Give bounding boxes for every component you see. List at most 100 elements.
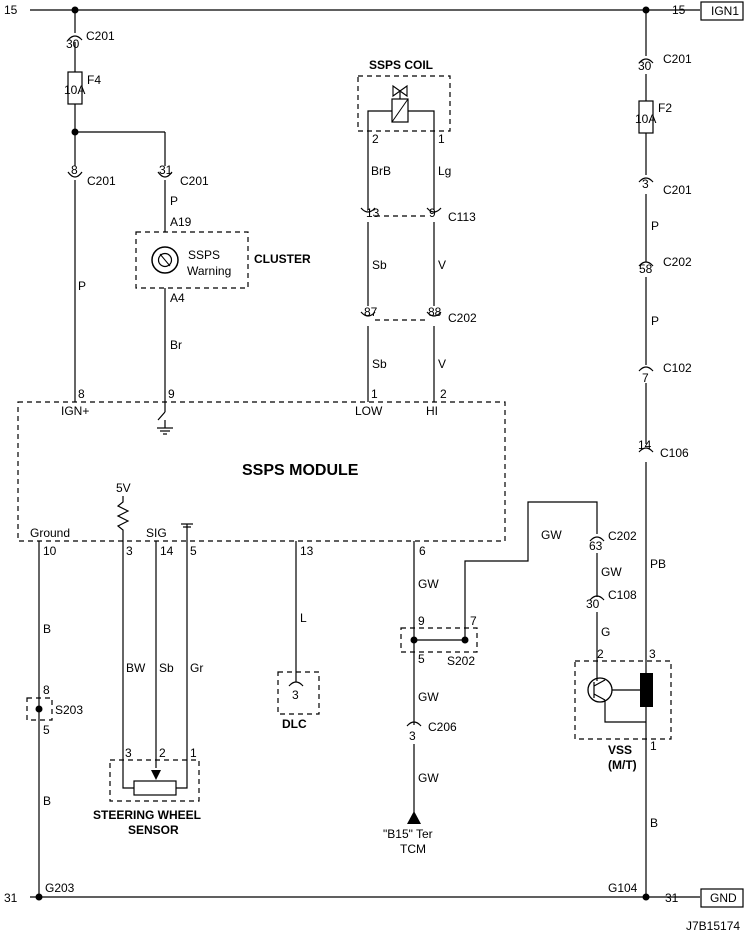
g104-label: G104	[608, 881, 638, 895]
wire-g: G	[601, 625, 610, 639]
c206-label: C206	[428, 720, 457, 734]
pin-5-num: 5	[190, 544, 197, 558]
pullup-resistor-icon	[116, 496, 130, 541]
rail-top-left-label: 15	[4, 3, 18, 17]
dlc-connector-icon	[288, 681, 304, 687]
tcm-label-1: "B15" Ter	[383, 827, 433, 841]
pin-3-num: 3	[126, 544, 133, 558]
s202-pin-5: 5	[418, 652, 425, 666]
fuse-f4-rating: 10A	[64, 83, 85, 97]
sensor-pin-2: 2	[159, 746, 166, 760]
c202-vss-pin: 63	[589, 539, 603, 553]
wire-b-2: B	[43, 794, 51, 808]
drawing-id: J7B15174	[686, 919, 740, 933]
vss-pin-3: 3	[649, 647, 656, 661]
wire-sb: Sb	[159, 661, 174, 675]
c113-label: C113	[448, 210, 476, 224]
c202-label: C202	[448, 311, 477, 325]
right-feed: 30 C201 F2 10A 3 C201 P 58 C202 P 7 C102…	[608, 10, 692, 897]
c108-pin: 30	[586, 597, 600, 611]
ground-branch: B 8 S203 5 B G203	[26, 541, 83, 897]
cluster-label: CLUSTER	[254, 252, 311, 266]
fuse-f2-rating: 10A	[635, 112, 656, 126]
s202-pin-9: 9	[418, 614, 425, 628]
sensor-pin-3: 3	[125, 746, 132, 760]
wire-br: Br	[170, 338, 182, 352]
wire-b-1: B	[43, 622, 51, 636]
sensor-pin-1: 1	[190, 746, 197, 760]
ssps-coil: SSPS COIL 2 1 BrB Lg 13 9 C113 Sb V 87 8…	[357, 58, 477, 402]
fuse-f2-label: F2	[658, 101, 672, 115]
rail-top-right-label: 15	[672, 3, 686, 17]
coil-pin-1: 1	[438, 132, 445, 146]
c202-vss-label: C202	[608, 529, 637, 543]
wire-sb-2: Sb	[372, 357, 387, 371]
pin-14-num: 14	[160, 544, 174, 558]
vss-label-2: (M/T)	[608, 758, 637, 772]
c201-a-label: C201	[87, 174, 116, 188]
rf-c201-top-label: C201	[663, 52, 692, 66]
s203-pin-bot: 5	[43, 723, 50, 737]
pin-hi-num: 2	[440, 387, 447, 401]
rf-wire-b: B	[650, 816, 658, 830]
pin-6-num: 6	[419, 544, 426, 558]
rf-c201-pin: 3	[642, 177, 649, 191]
wire-gw-3: GW	[418, 771, 439, 785]
left-feed: 30 C201 F4 10A 8 C201 31 C201 P P	[64, 10, 209, 402]
rf-c106-pin: 14	[638, 438, 652, 452]
c201-b-pin: 31	[159, 163, 173, 177]
c202-pin-87: 87	[364, 305, 378, 319]
rf-c202-label: C202	[663, 255, 692, 269]
c201-a-pin: 8	[71, 163, 78, 177]
rf-c102-pin: 7	[642, 371, 649, 385]
pin-5v-label: 5V	[116, 481, 131, 495]
dlc-label: DLC	[282, 717, 307, 731]
sensor-label-1: STEERING WHEEL	[93, 808, 201, 822]
tcm-label-2: TCM	[400, 842, 426, 856]
s203-label: S203	[55, 703, 83, 717]
rail-bottom-right-label: 31	[665, 891, 679, 905]
wire-v-1: V	[438, 258, 446, 272]
vss-pin-2: 2	[597, 647, 604, 661]
wire-sb-1: Sb	[372, 258, 387, 272]
sensor-label-2: SENSOR	[128, 823, 179, 837]
wire-v-2: V	[438, 357, 446, 371]
rf-c102-label: C102	[663, 361, 692, 375]
coil-label: SSPS COIL	[369, 58, 433, 72]
wire-gw-top: GW	[541, 528, 562, 542]
cluster: A19 SSPS Warning CLUSTER A4 Br	[135, 215, 311, 412]
pin-ground-label: Ground	[30, 526, 70, 540]
wire-bw: BW	[126, 661, 146, 675]
c108-label: C108	[608, 588, 637, 602]
c113-pin-9: 9	[429, 206, 436, 220]
lamp-label-2: Warning	[187, 264, 231, 278]
valve-icon	[392, 84, 408, 98]
wire-gr: Gr	[190, 661, 203, 675]
wire-l: L	[300, 611, 307, 625]
s203-pin-top: 8	[43, 683, 50, 697]
splice-s203	[35, 705, 43, 713]
vss-pin-1: 1	[650, 739, 657, 753]
pin-low-num: 1	[371, 387, 378, 401]
vss-branch: GW 63 C202 GW 30 C108 G 2 3 1 VSS (M/T)	[541, 528, 672, 772]
tcm-branch: GW 9 7 5 S202 GW 3 C206 GW "B15" Ter TCM	[383, 501, 598, 856]
wire-gw-2: GW	[418, 690, 439, 704]
rf-c106-label: C106	[660, 446, 689, 460]
wire-gw-vss: GW	[601, 565, 622, 579]
pin-low-label: LOW	[355, 404, 383, 418]
ssps-module: SSPS MODULE 8 IGN+ 9 1 LOW 2 HI Ground 1…	[17, 387, 506, 558]
rf-c201-label: C201	[663, 183, 692, 197]
c206-pin: 3	[409, 729, 416, 743]
c113-pin-13: 13	[366, 206, 380, 220]
vss-label-1: VSS	[608, 743, 632, 757]
c201-top-label: C201	[86, 29, 115, 43]
rf-c202-pin: 58	[639, 262, 653, 276]
c201-b-label: C201	[180, 174, 209, 188]
cluster-pin-a19: A19	[170, 215, 192, 229]
wire-lg: Lg	[438, 164, 451, 178]
c202-pin-88: 88	[428, 305, 442, 319]
ign1-label: IGN1	[711, 4, 739, 18]
pin-sig-label: SIG	[146, 526, 167, 540]
wire-p-a: P	[78, 279, 86, 293]
s202-pin-7: 7	[470, 614, 477, 628]
